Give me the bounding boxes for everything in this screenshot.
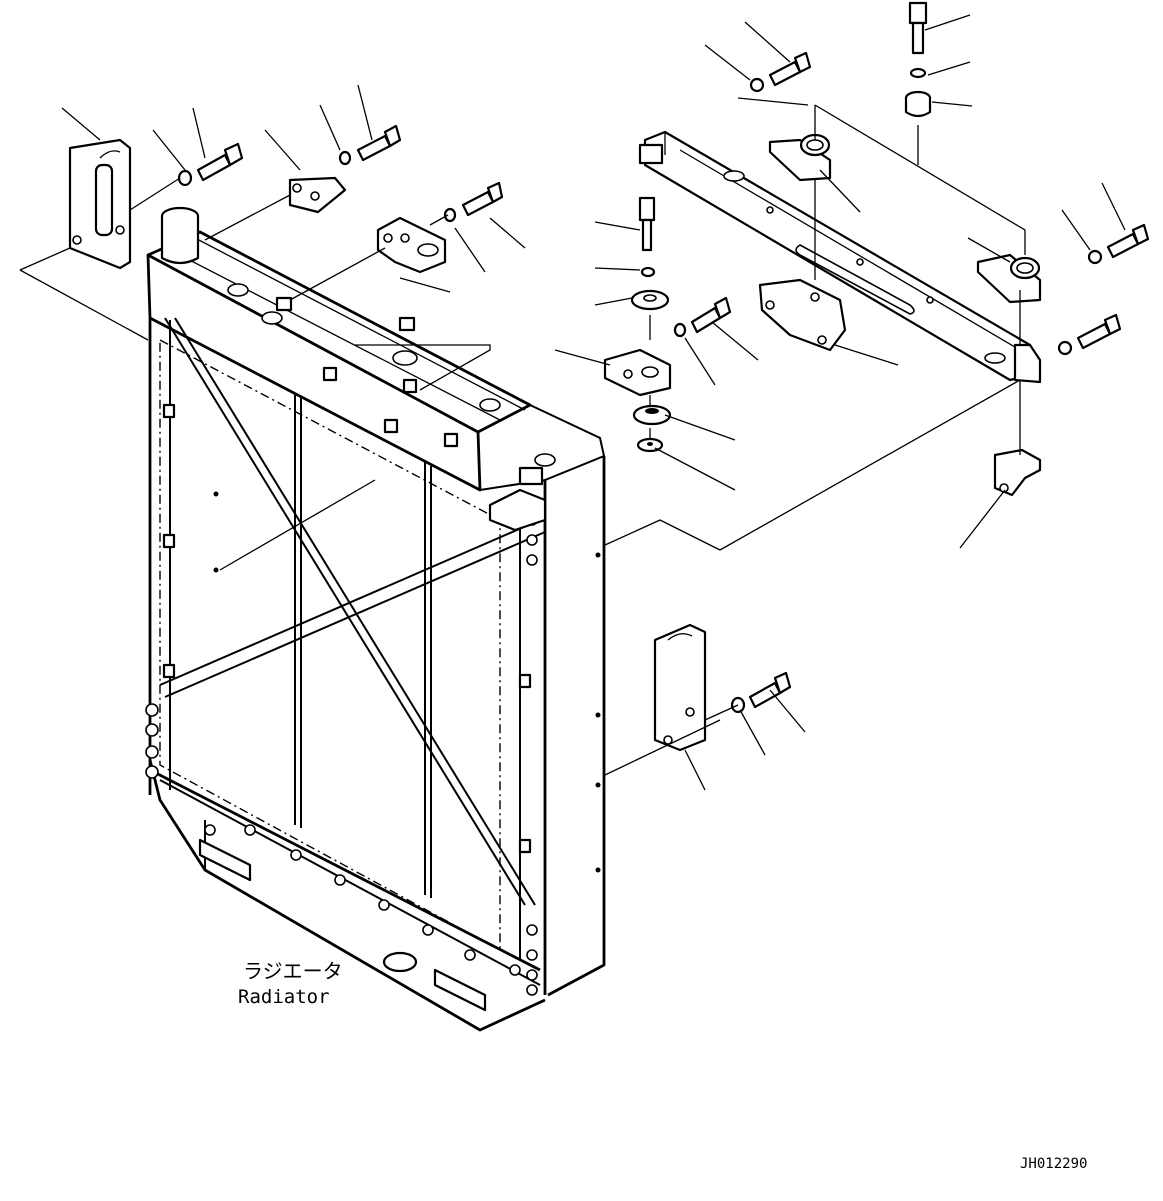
angle-bracket-small [993,448,1042,497]
bolt-1 [196,142,244,182]
support-bar [638,130,1042,384]
bolt-5 [768,51,812,87]
washer-4 [673,322,687,338]
bracket-angle-1 [288,176,347,214]
radiator-assembly [145,206,606,1032]
radiator-label-en: Radiator [238,986,330,1008]
washer-7 [1087,249,1103,265]
mount-plate-right-2 [976,253,1042,304]
bolt-vertical-right [908,1,928,55]
leader-lines [19,14,1126,791]
bolt-4 [690,296,732,334]
mount-plate-right-1 [768,133,832,182]
collar-spacer [904,90,932,118]
washer-2 [338,150,352,166]
bracket-plate-curved [758,278,847,352]
cushion-washer-center [630,289,670,311]
washer-center [640,266,656,278]
mount-bracket-center [603,348,672,397]
bolt-8 [1076,313,1122,350]
bolt-2 [356,124,402,162]
right-side-guide-bracket [653,623,707,752]
washer-5 [749,77,765,93]
drawing-number: JH012290 [1020,1156,1087,1172]
bolt-7 [1106,223,1150,259]
washer-3 [443,207,457,223]
radiator-label-jp: ラジエータ [243,959,343,983]
washer-1 [177,169,193,187]
rubber-cushion-center [632,404,672,426]
left-side-guide-bracket [68,138,132,270]
bolt-9 [748,671,792,709]
washer-6 [909,67,927,79]
washer-8 [1057,340,1073,356]
mount-plate-left [376,216,447,274]
bolt-3 [461,181,504,217]
bolt-vertical-center [638,196,656,252]
